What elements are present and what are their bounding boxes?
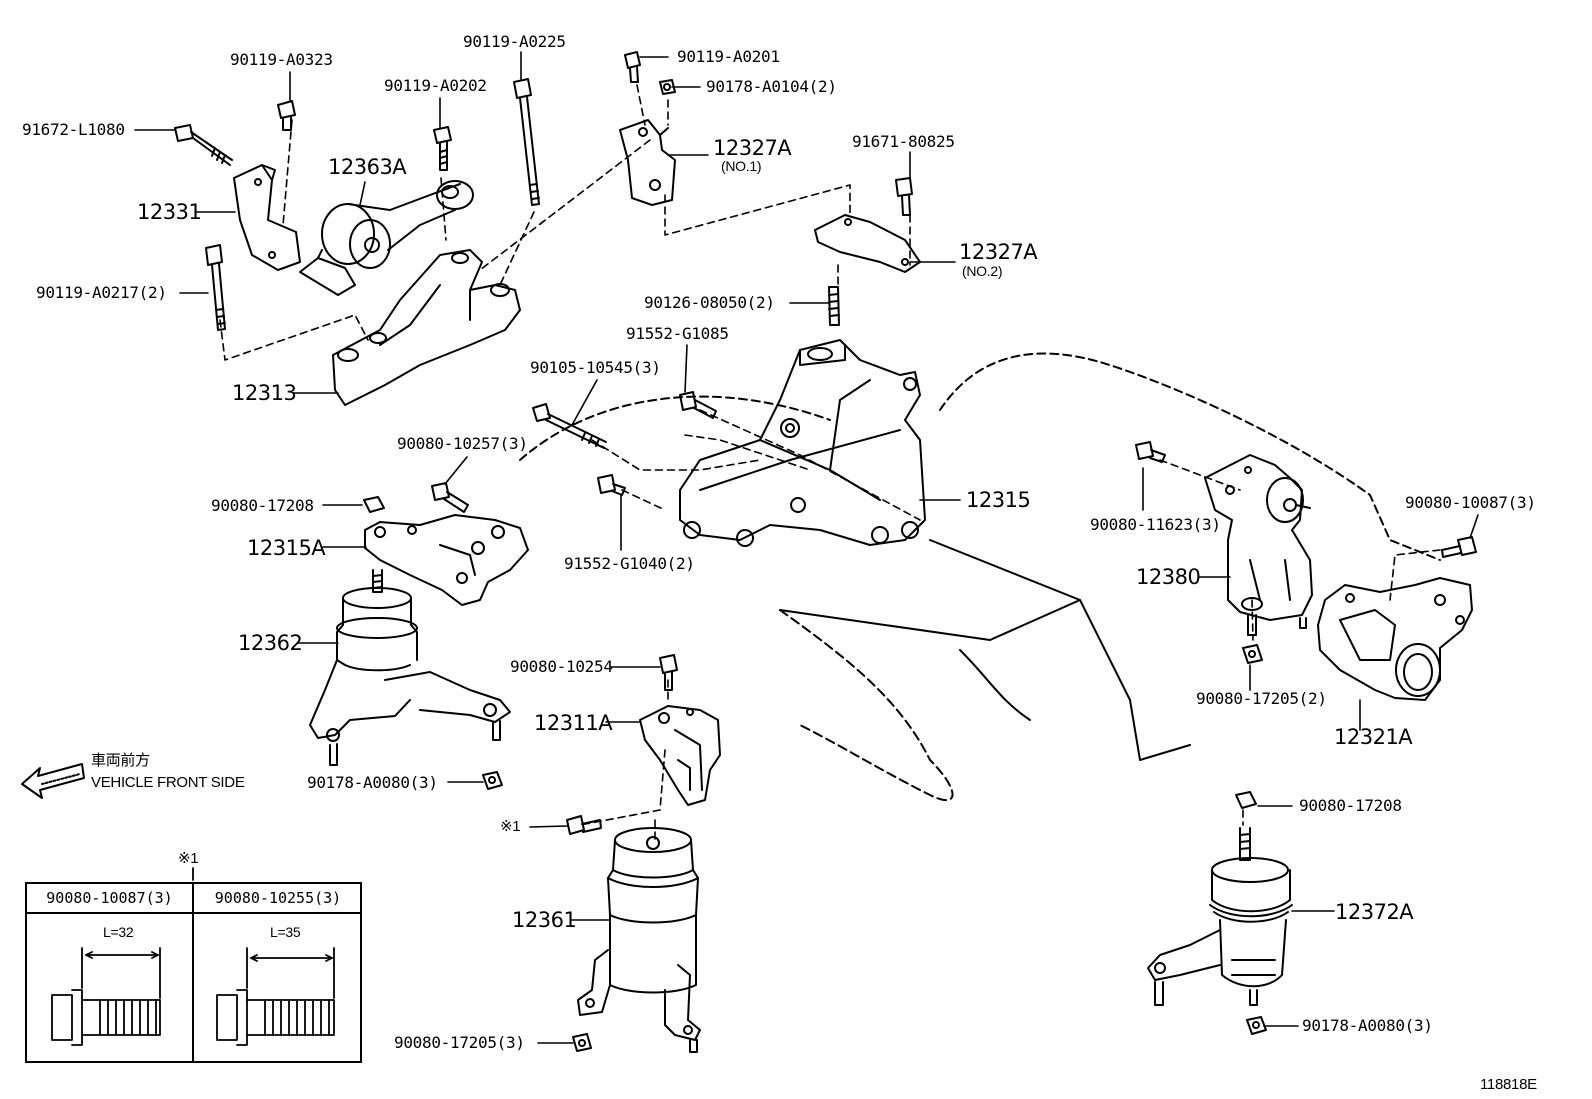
bolt-90080-10087 (1441, 536, 1477, 558)
label-91552-G1040[interactable]: 91552-G1040(2) (564, 554, 695, 573)
label-91552-G1085[interactable]: 91552-G1085 (626, 324, 729, 343)
label-90080-10087[interactable]: 90080-10087(3) (1405, 493, 1536, 512)
bolt-90119-A0323 (277, 100, 296, 131)
label-90178-A0104[interactable]: 90178-A0104(2) (706, 77, 837, 96)
bracket-12380 (1204, 454, 1313, 636)
bolt-90119-A0201 (624, 51, 641, 83)
label-90119-A0217[interactable]: 90119-A0217(2) (36, 283, 167, 302)
mount-12361 (577, 827, 701, 1053)
label-90119-A0225[interactable]: 90119-A0225 (463, 32, 566, 51)
bolt-length-table: 90080-10087(3) 90080-10255(3) (25, 882, 362, 1063)
figure-code: 118818E (1480, 1076, 1537, 1093)
bolt-90119-A0225 (513, 78, 540, 206)
label-12331[interactable]: 12331 (137, 200, 202, 224)
label-note1-marker[interactable]: ※1 (500, 818, 521, 835)
bracket-12313 (332, 249, 521, 406)
length-label-col1: L=32 (103, 924, 134, 940)
label-91671-80825[interactable]: 91671-80825 (852, 132, 955, 151)
bracket-12315 (679, 339, 926, 547)
bolt-90119-A0202 (433, 126, 452, 171)
vehicle-front-jp: 車両前方 (91, 752, 150, 769)
nut-90080-17205-a (1242, 644, 1263, 664)
nut-90080-17208-a (363, 496, 385, 513)
length-label-col2: L=35 (270, 924, 301, 940)
label-12315A[interactable]: 12315A (247, 536, 326, 560)
table-bolt-drawings (51, 867, 335, 1046)
label-90080-17208-b[interactable]: 90080-17208 (1299, 796, 1402, 815)
table-header-col2[interactable]: 90080-10255(3) (194, 884, 362, 914)
engine-outline (519, 352, 1441, 801)
table-header-col1[interactable]: 90080-10087(3) (27, 884, 194, 914)
label-90119-A0323[interactable]: 90119-A0323 (230, 50, 333, 69)
bracket-12315A (364, 514, 529, 606)
label-12372A[interactable]: 12372A (1335, 900, 1414, 924)
vehicle-front-arrow-icon (21, 763, 85, 799)
label-12380[interactable]: 12380 (1136, 565, 1201, 589)
bolt-90080-10257 (431, 482, 469, 513)
label-12327A-no1[interactable]: 12327A (713, 136, 792, 160)
nut-90178-A0080-a (482, 771, 503, 790)
label-90119-A0202[interactable]: 90119-A0202 (384, 76, 487, 95)
label-90178-A0080-a[interactable]: 90178-A0080(3) (307, 773, 438, 792)
label-90105-10545[interactable]: 90105-10545(3) (530, 358, 661, 377)
bracket-12327A-no1 (619, 119, 676, 206)
bolt-90080-11623 (1135, 441, 1166, 463)
bracket-12321A (1317, 577, 1473, 701)
bolt-91552-G1040 (597, 474, 626, 496)
bracket-12311A (639, 705, 721, 806)
note-table-marker: ※1 (178, 850, 199, 867)
label-no2: (NO.2) (962, 263, 1003, 279)
label-90080-10254[interactable]: 90080-10254 (510, 657, 613, 676)
label-12315[interactable]: 12315 (966, 488, 1031, 512)
nut-90080-17205-b (572, 1033, 592, 1052)
table-divider (192, 884, 194, 1061)
stud-90126-08050 (828, 286, 840, 326)
bolt-91672-L1080 (174, 124, 233, 166)
bolt-note1 (566, 815, 602, 835)
label-12313[interactable]: 12313 (232, 381, 297, 405)
label-90126-08050[interactable]: 90126-08050(2) (644, 293, 775, 312)
bracket-12327A-no2 (814, 214, 921, 273)
label-90080-11623[interactable]: 90080-11623(3) (1090, 515, 1221, 534)
nut-90178-A0080-b (1246, 1016, 1267, 1035)
label-90080-17208-a[interactable]: 90080-17208 (211, 496, 314, 515)
vehicle-front-en: VEHICLE FRONT SIDE (91, 774, 245, 791)
bracket-12331 (233, 164, 301, 271)
label-90080-17205-a[interactable]: 90080-17205(2) (1196, 689, 1327, 708)
dashed-alignment-lines (219, 84, 1441, 841)
label-12327A-no2[interactable]: 12327A (959, 240, 1038, 264)
label-90178-A0080-b[interactable]: 90178-A0080(3) (1302, 1016, 1433, 1035)
leader-lines (134, 51, 1479, 1044)
label-91672-L1080[interactable]: 91672-L1080 (22, 120, 125, 139)
torque-rod-12363A (299, 180, 474, 296)
bolt-90105-10545 (532, 403, 607, 449)
mount-12372A (1147, 791, 1293, 1006)
bolt-91552-G1085 (679, 391, 717, 419)
bolt-90080-10254 (659, 654, 678, 691)
bolt-90119-A0217 (205, 244, 226, 331)
label-no1: (NO.1) (721, 158, 762, 174)
label-90080-17205-b[interactable]: 90080-17205(3) (394, 1033, 525, 1052)
mount-12362 (309, 569, 511, 766)
label-12362[interactable]: 12362 (238, 631, 303, 655)
label-12321A[interactable]: 12321A (1334, 725, 1413, 749)
label-90080-10257[interactable]: 90080-10257(3) (397, 434, 528, 453)
bolt-91671-80825 (895, 177, 913, 216)
label-12363A[interactable]: 12363A (328, 155, 407, 179)
label-12361[interactable]: 12361 (512, 908, 577, 932)
nut-90178-A0104 (659, 79, 676, 95)
label-90119-A0201[interactable]: 90119-A0201 (677, 47, 780, 66)
label-12311A[interactable]: 12311A (534, 711, 613, 735)
